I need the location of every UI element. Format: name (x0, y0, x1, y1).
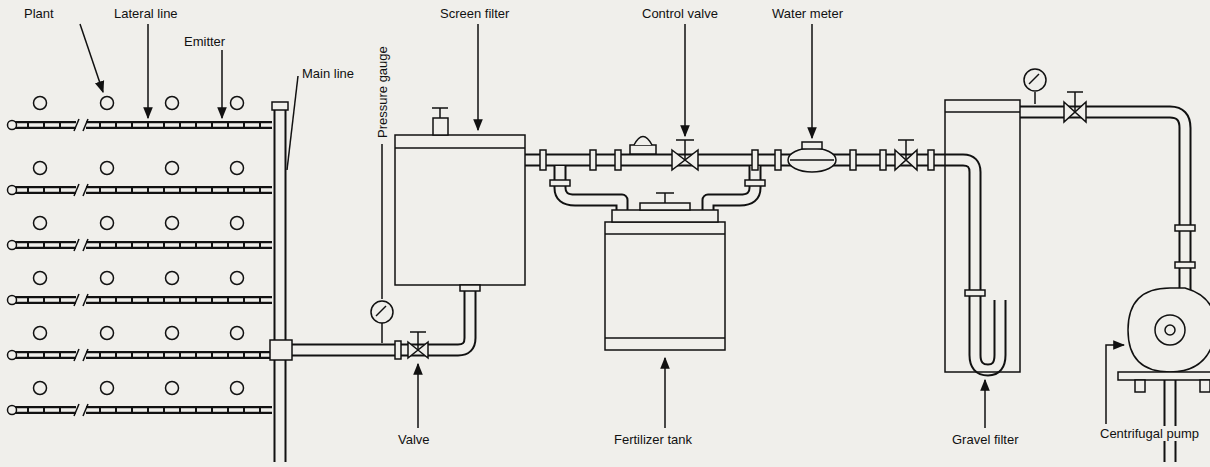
part-label: Centrifugal pump (1098, 426, 1202, 441)
part-label: Valve (396, 432, 432, 447)
part-label: Pressure gauge (375, 44, 390, 140)
part-label: Gravel filter (950, 432, 1020, 447)
part-label: Fertilizer tank (612, 432, 694, 447)
part-label: Water meter (770, 6, 845, 21)
part-label: Control valve (640, 6, 720, 21)
part-label: Screen filter (438, 6, 511, 21)
part-label: Main line (300, 66, 356, 81)
part-label: Plant (22, 6, 56, 21)
part-label: Lateral line (112, 6, 180, 21)
part-label: Emitter (182, 34, 227, 49)
